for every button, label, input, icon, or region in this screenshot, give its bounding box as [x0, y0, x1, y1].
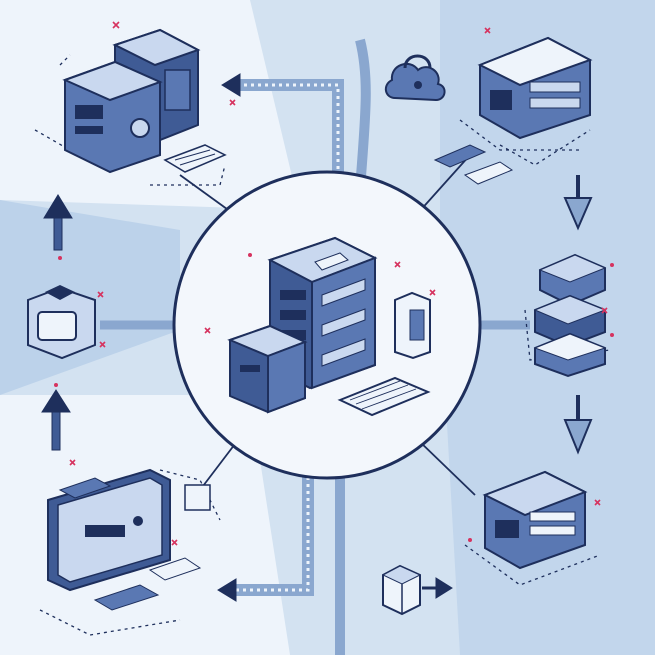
server-pair-icon [62, 28, 227, 174]
edge-device-icon [27, 285, 96, 360]
accent-sparks [69, 21, 608, 546]
web-server-icon [433, 36, 593, 185]
connector-lines [179, 154, 476, 496]
arrow-up-icon [43, 194, 73, 251]
arrow-up-icon [41, 389, 71, 451]
server-rack-cluster-icon [227, 236, 431, 417]
cloud-lock-icon [384, 54, 446, 102]
arrow-right-icon [422, 577, 453, 599]
arrow-down-icon [563, 395, 593, 455]
arrow-left-icon [221, 73, 241, 97]
flow-arrows [41, 73, 593, 602]
module-stack-icon [533, 253, 607, 378]
accent-dots [54, 253, 614, 542]
data-cube-icon [381, 564, 422, 616]
network-switch-icon [482, 470, 588, 570]
tablet-terminal-icon [47, 468, 211, 611]
arrow-left-icon [217, 578, 237, 602]
hub [172, 170, 482, 480]
conduit-pipes [100, 38, 530, 655]
arrow-down-icon [563, 175, 593, 231]
